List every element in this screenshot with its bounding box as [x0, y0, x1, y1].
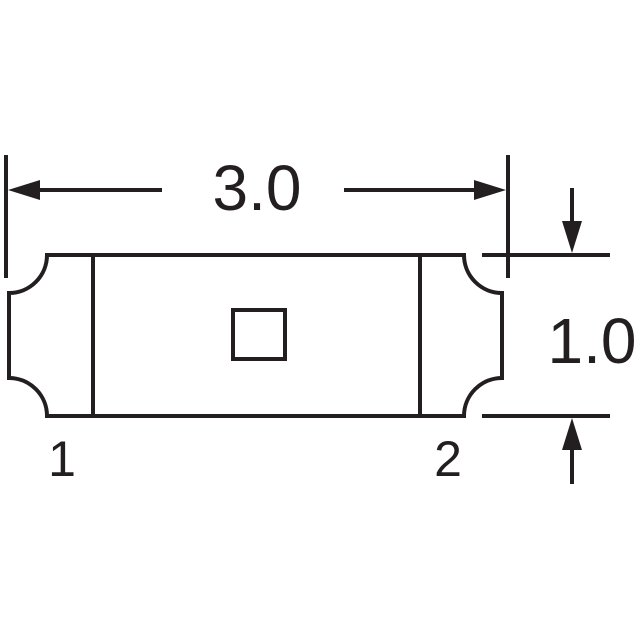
package-body-outline	[7, 253, 504, 418]
pin-2-label: 2	[434, 431, 462, 487]
width-dimension-label: 3.0	[213, 152, 302, 224]
width-arrowhead-right	[474, 180, 506, 200]
height-arrowhead-top	[562, 221, 582, 253]
pin-1-label: 1	[48, 431, 76, 487]
height-arrowhead-bottom	[562, 418, 582, 450]
center-marking-square	[231, 308, 287, 361]
height-dimension-label: 1.0	[548, 305, 637, 377]
width-arrowhead-left	[8, 180, 40, 200]
